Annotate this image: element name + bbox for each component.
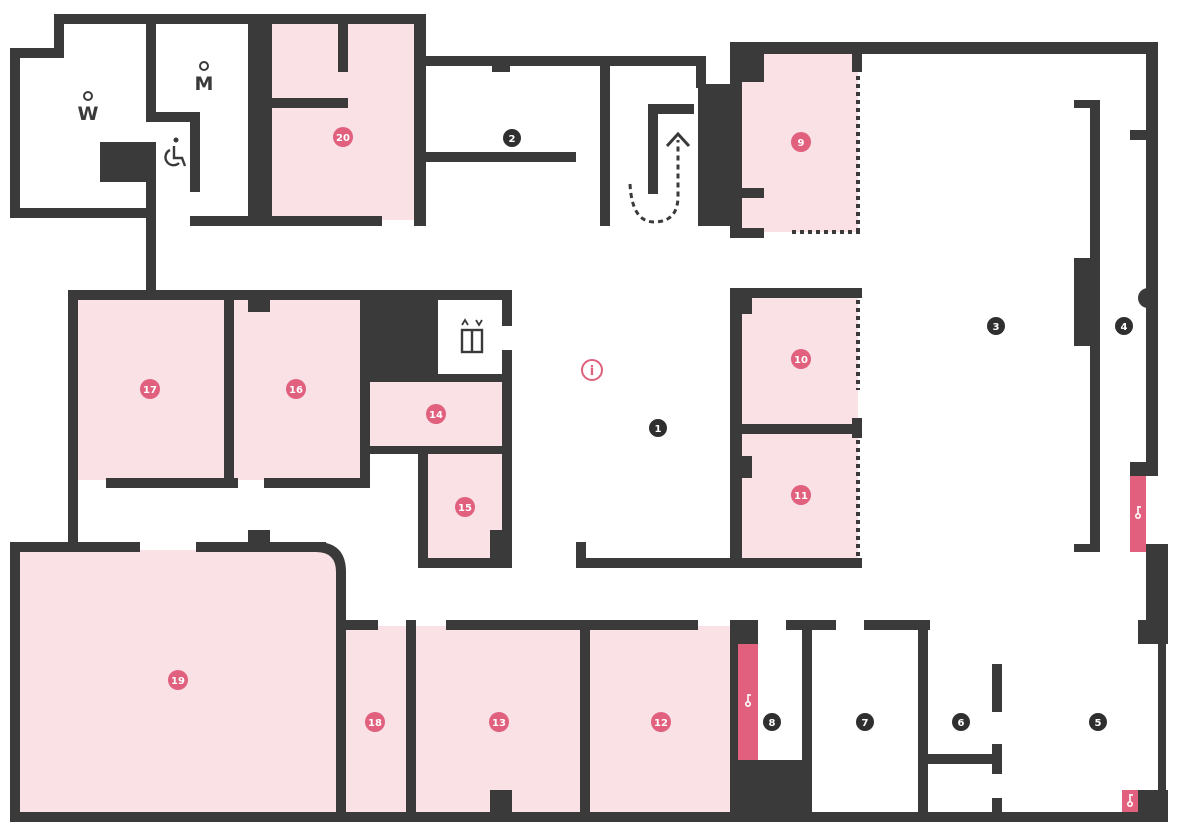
marker-14-label: 14: [429, 410, 443, 421]
marker-20[interactable]: 20: [333, 127, 353, 147]
marker-9-label: 9: [798, 138, 805, 149]
marker-8-label: 8: [769, 718, 776, 729]
key-icon: [1135, 506, 1142, 519]
marker-7-label: 7: [862, 718, 869, 729]
marker-14[interactable]: 14: [426, 404, 446, 424]
marker-5[interactable]: 5: [1089, 713, 1107, 731]
marker-3-label: 3: [993, 322, 1000, 333]
marker-16-label: 16: [289, 385, 303, 396]
marker-10-label: 10: [794, 355, 808, 366]
marker-6-label: 6: [958, 718, 965, 729]
marker-7[interactable]: 7: [856, 713, 874, 731]
marker-13-label: 13: [492, 718, 506, 729]
lockers: [738, 476, 1146, 812]
marker-19[interactable]: 19: [168, 670, 188, 690]
men-restroom-label: M: [195, 73, 214, 95]
key-icon: [744, 694, 751, 707]
marker-20-label: 20: [336, 133, 350, 144]
marker-13[interactable]: 13: [489, 712, 509, 732]
men-restroom-icon: M: [195, 61, 214, 95]
marker-18[interactable]: 18: [365, 712, 385, 732]
wheelchair-icon: [164, 137, 187, 167]
stairs-up-arrow-icon: [628, 131, 691, 224]
women-restroom-label: W: [78, 103, 99, 125]
women-restroom-icon: W: [78, 91, 99, 125]
marker-9[interactable]: 9: [791, 132, 811, 152]
elevator-icon: [438, 300, 502, 374]
key-icon: [1127, 794, 1134, 807]
marker-10[interactable]: 10: [791, 349, 811, 369]
marker-1[interactable]: 1: [649, 419, 667, 437]
marker-15[interactable]: 15: [455, 497, 475, 517]
marker-6[interactable]: 6: [952, 713, 970, 731]
marker-19-label: 19: [171, 676, 185, 687]
information-label: i: [590, 364, 594, 379]
marker-16[interactable]: 16: [286, 379, 306, 399]
marker-2-label: 2: [509, 134, 516, 145]
marker-15-label: 15: [458, 503, 472, 514]
marker-2[interactable]: 2: [503, 129, 521, 147]
room-markers: 1 2 3 4 5 6 7 8 9 10 11 12 13 14 15 16 1…: [140, 127, 1133, 732]
marker-12-label: 12: [654, 718, 668, 729]
walls: [10, 14, 1168, 822]
marker-4[interactable]: 4: [1115, 317, 1133, 335]
marker-11-label: 11: [794, 491, 808, 502]
marker-18-label: 18: [368, 718, 382, 729]
marker-8[interactable]: 8: [763, 713, 781, 731]
marker-5-label: 5: [1095, 718, 1102, 729]
marker-4-label: 4: [1121, 322, 1128, 333]
marker-1-label: 1: [655, 424, 662, 435]
dotted-partitions: [792, 76, 862, 556]
information-icon: i: [581, 359, 603, 381]
marker-17-label: 17: [143, 385, 157, 396]
marker-11[interactable]: 11: [791, 485, 811, 505]
marker-17[interactable]: 17: [140, 379, 160, 399]
marker-3[interactable]: 3: [987, 317, 1005, 335]
marker-12[interactable]: 12: [651, 712, 671, 732]
